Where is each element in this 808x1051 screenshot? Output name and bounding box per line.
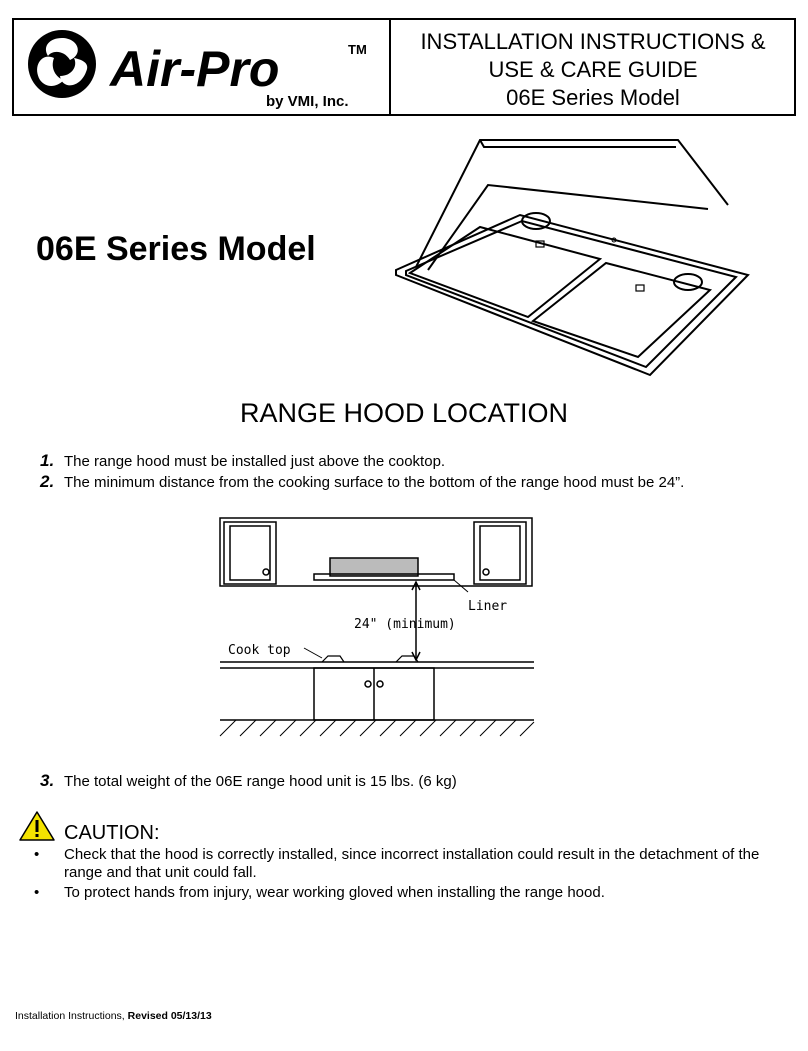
step-1-text: The range hood must be installed just ab…	[64, 453, 446, 470]
range-hood-illustration	[395, 139, 750, 377]
liner-label: Liner	[468, 599, 507, 614]
caution-title: CAUTION:	[64, 822, 160, 844]
step-3-text: The total weight of the 06E range hood u…	[64, 773, 457, 790]
fan-swirl-icon	[28, 30, 96, 98]
header-divider	[389, 18, 391, 116]
header-title-line-3: 06E Series Model	[506, 85, 680, 110]
cooktop-label: Cook top	[228, 643, 291, 658]
footer-revision: Revised 05/13/13	[127, 1010, 212, 1022]
step-1: 1. The range hood must be installed just …	[40, 451, 445, 471]
logo-trademark: TM	[348, 42, 367, 57]
bullet-icon: •	[34, 846, 40, 863]
warning-triangle-icon	[19, 811, 55, 841]
logo-byline: by VMI, Inc.	[266, 93, 349, 110]
distance-label: 24" (minimum)	[354, 617, 456, 632]
air-pro-logo: Air-Pro TM by VMI, Inc.	[28, 30, 367, 110]
step-3: 3. The total weight of the 06E range hood…	[40, 771, 457, 791]
section-heading: RANGE HOOD LOCATION	[239, 398, 569, 428]
step-2-number: 2.	[40, 472, 55, 491]
header-box	[12, 18, 796, 116]
caution-item: • Check that the hood is correctly instal…	[30, 846, 790, 882]
logo-brand-text: Air-Pro	[108, 41, 279, 97]
header-title-line-2: USE & CARE GUIDE	[488, 57, 698, 82]
step-2-text: The minimum distance from the cooking su…	[64, 474, 685, 491]
footer: Installation Instructions, Revised 05/13…	[15, 1010, 212, 1022]
caution-item-text: Check that the hood is correctly install…	[64, 846, 760, 881]
step-3-number: 3.	[40, 771, 55, 790]
footer-prefix: Installation Instructions,	[15, 1010, 128, 1022]
bullet-icon: •	[34, 884, 40, 901]
page-title: 06E Series Model	[36, 230, 316, 268]
step-2: 2. The minimum distance from the cooking …	[40, 472, 684, 492]
header-title: INSTALLATION INSTRUCTIONS & USE & CARE G…	[393, 28, 793, 112]
caution-item: • To protect hands from injury, wear work…	[30, 884, 790, 902]
caution-item-text: To protect hands from injury, wear worki…	[64, 884, 605, 901]
step-1-number: 1.	[40, 451, 55, 470]
hood-location-diagram: Liner 24" (minimum) Cook top	[219, 517, 535, 737]
header-title-line-1: INSTALLATION INSTRUCTIONS &	[420, 29, 766, 54]
caution-list: • Check that the hood is correctly instal…	[30, 846, 790, 904]
